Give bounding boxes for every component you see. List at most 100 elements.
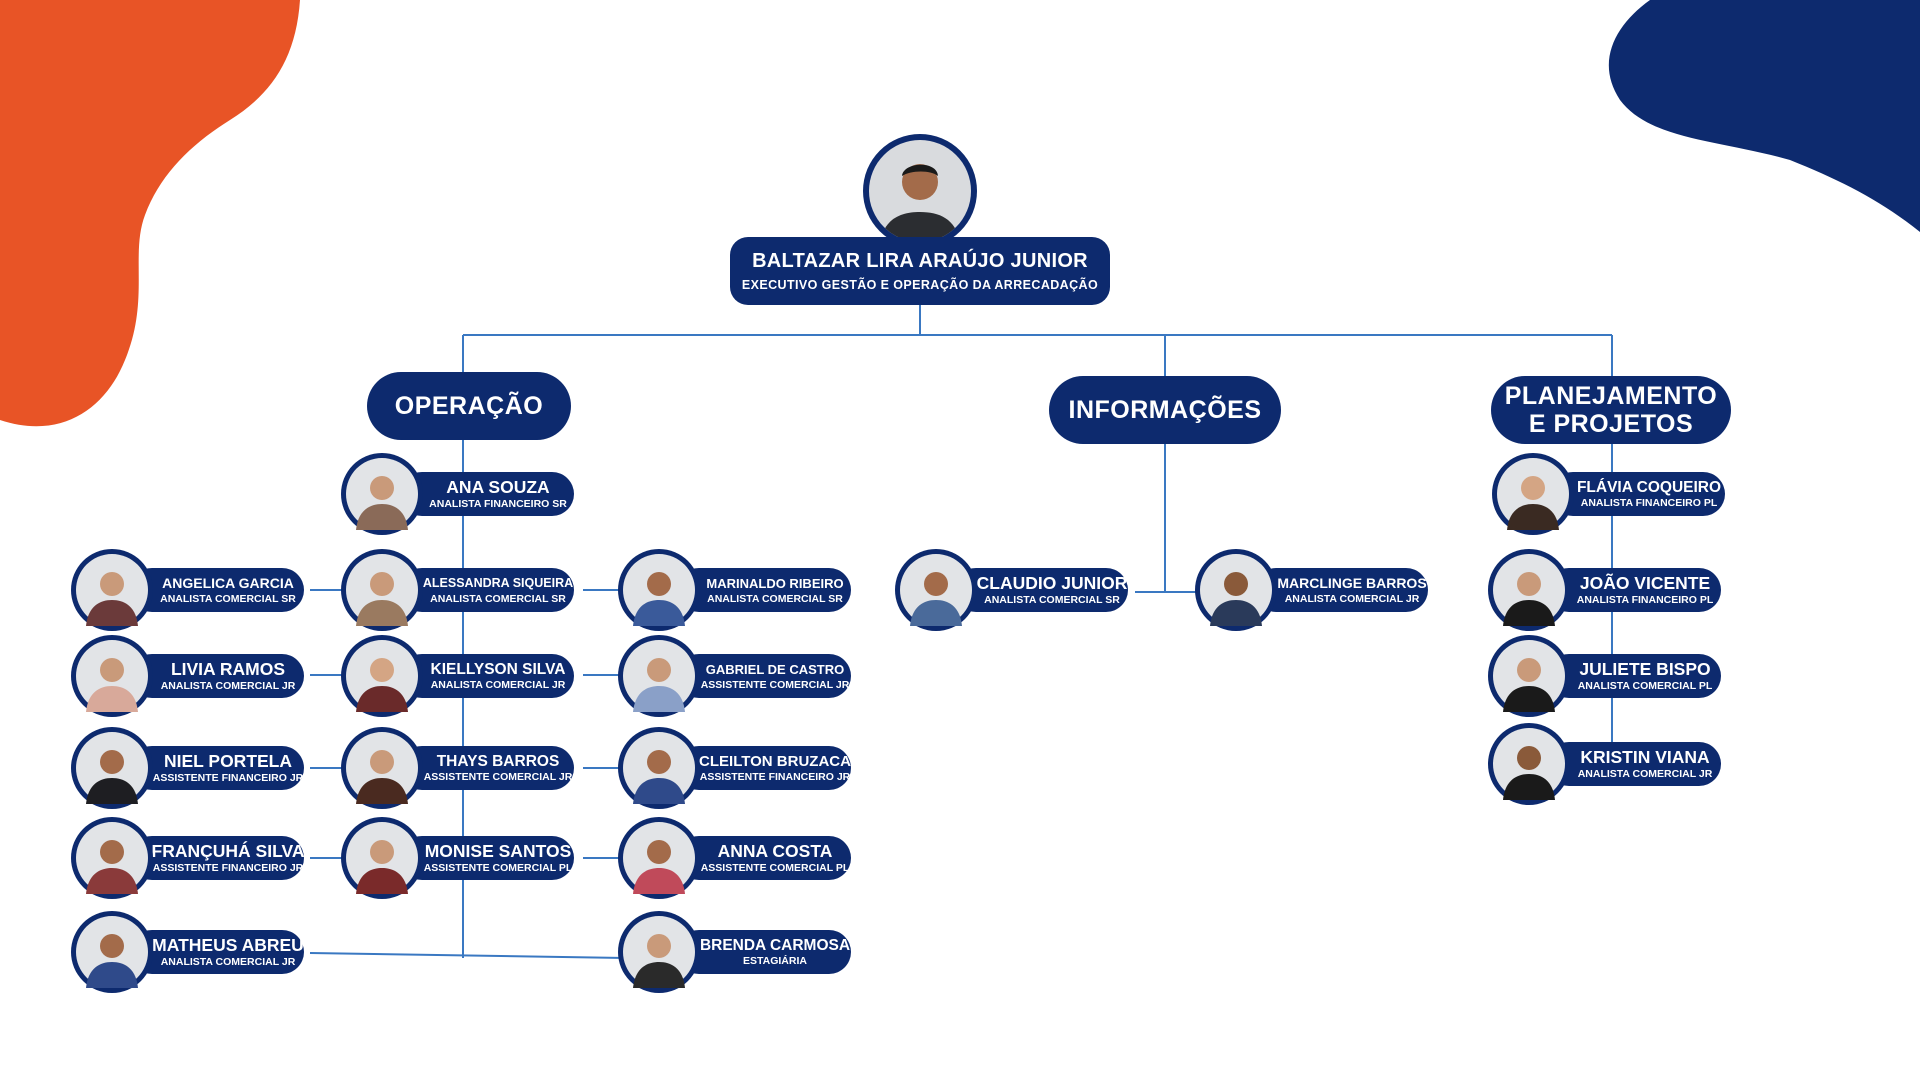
- person-card: ANGELICA GARCIA ANALISTA COMERCIAL SR: [70, 548, 310, 634]
- person-avatar-icon: [71, 635, 153, 717]
- person-name: MARCLINGE BARROS: [1277, 575, 1427, 591]
- dept-planejamento-label-1: PLANEJAMENTO: [1504, 382, 1718, 410]
- person-card: THAYS BARROS ASSISTENTE COMERCIAL JR: [340, 726, 580, 812]
- person-avatar-icon: [71, 817, 153, 899]
- person-role: ANALISTA COMERCIAL JR: [1284, 593, 1420, 605]
- person-role: ANALISTA COMERCIAL SR: [430, 593, 566, 605]
- person-role: ANALISTA COMERCIAL SR: [984, 594, 1120, 606]
- name-pill: FRANÇUHÁ SILVA ASSISTENTE FINANCEIRO JR: [130, 836, 304, 880]
- person-name: CLEILTON BRUZACA: [699, 753, 851, 770]
- dept-informacoes: INFORMAÇÕES: [1049, 376, 1281, 444]
- person-role: ANALISTA COMERCIAL JR: [160, 680, 296, 692]
- person-name: NIEL PORTELA: [163, 751, 293, 771]
- dept-operacao: OPERAÇÃO: [367, 372, 571, 440]
- person-name: KIELLYSON SILVA: [430, 661, 566, 678]
- person-card: CLEILTON BRUZACA ASSISTENTE FINANCEIRO J…: [617, 726, 857, 812]
- person-card: ANNA COSTA ASSISTENTE COMERCIAL PL: [617, 816, 857, 902]
- person-avatar-icon: [618, 817, 700, 899]
- person-role: ANALISTA FINANCEIRO SR: [429, 498, 567, 510]
- person-role: ANALISTA COMERCIAL JR: [1577, 768, 1713, 780]
- name-pill: MARCLINGE BARROS ANALISTA COMERCIAL JR: [1254, 568, 1428, 612]
- person-role: ANALISTA FINANCEIRO PL: [1580, 497, 1718, 509]
- name-pill: BRENDA CARMOSA ESTAGIÁRIA: [677, 930, 851, 974]
- person-name: JOÃO VICENTE: [1579, 573, 1711, 593]
- person-name: MONISE SANTOS: [424, 841, 572, 861]
- person-avatar-icon: [895, 549, 977, 631]
- person-role: ASSISTENTE COMERCIAL JR: [700, 679, 850, 691]
- person-card: BRENDA CARMOSA ESTAGIÁRIA: [617, 910, 857, 996]
- person-name: GABRIEL DE CASTRO: [705, 662, 845, 677]
- person-card: JOÃO VICENTE ANALISTA FINANCEIRO PL: [1487, 548, 1727, 634]
- person-avatar-icon: [71, 911, 153, 993]
- person-card: NIEL PORTELA ASSISTENTE FINANCEIRO JR: [70, 726, 310, 812]
- person-role: ANALISTA COMERCIAL SR: [707, 593, 843, 605]
- person-avatar-icon: [863, 134, 977, 248]
- person-name: FRANÇUHÁ SILVA: [151, 841, 305, 861]
- person-card: MARINALDO RIBEIRO ANALISTA COMERCIAL SR: [617, 548, 857, 634]
- person-avatar-icon: [71, 727, 153, 809]
- name-pill: LIVIA RAMOS ANALISTA COMERCIAL JR: [130, 654, 304, 698]
- person-name: CLAUDIO JUNIOR: [976, 573, 1128, 593]
- dept-planejamento: PLANEJAMENTO E PROJETOS: [1491, 376, 1731, 444]
- name-pill: NIEL PORTELA ASSISTENTE FINANCEIRO JR: [130, 746, 304, 790]
- orange-blob: [0, 0, 300, 427]
- person-avatar-icon: [71, 549, 153, 631]
- person-avatar-icon: [618, 911, 700, 993]
- person-name: MARINALDO RIBEIRO: [706, 576, 844, 591]
- person-role: ASSISTENTE FINANCEIRO JR: [152, 772, 304, 784]
- person-card: MONISE SANTOS ASSISTENTE COMERCIAL PL: [340, 816, 580, 902]
- person-card: MATHEUS ABREU ANALISTA COMERCIAL JR: [70, 910, 310, 996]
- name-pill: FLÁVIA COQUEIRO ANALISTA FINANCEIRO PL: [1551, 472, 1725, 516]
- person-name: KRISTIN VIANA: [1580, 747, 1710, 767]
- person-name: ANA SOUZA: [446, 477, 550, 497]
- dept-informacoes-label: INFORMAÇÕES: [1068, 396, 1262, 424]
- person-card: ALESSANDRA SIQUEIRA ANALISTA COMERCIAL S…: [340, 548, 580, 634]
- person-card: FRANÇUHÁ SILVA ASSISTENTE FINANCEIRO JR: [70, 816, 310, 902]
- person-avatar-icon: [1195, 549, 1277, 631]
- person-avatar-icon: [341, 817, 423, 899]
- name-pill: CLEILTON BRUZACA ASSISTENTE FINANCEIRO J…: [677, 746, 851, 790]
- person-role: ASSISTENTE FINANCEIRO JR: [152, 862, 304, 874]
- person-avatar-icon: [341, 549, 423, 631]
- person-role: ASSISTENTE FINANCEIRO JR: [699, 771, 851, 783]
- person-avatar-icon: [341, 453, 423, 535]
- name-pill: ANA SOUZA ANALISTA FINANCEIRO SR: [400, 472, 574, 516]
- person-card: KRISTIN VIANA ANALISTA COMERCIAL JR: [1487, 722, 1727, 808]
- person-card: JULIETE BISPO ANALISTA COMERCIAL PL: [1487, 634, 1727, 720]
- person-name: ANGELICA GARCIA: [162, 575, 294, 591]
- person-name: ALESSANDRA SIQUEIRA: [422, 576, 574, 590]
- name-pill: ANGELICA GARCIA ANALISTA COMERCIAL SR: [130, 568, 304, 612]
- person-card: MARCLINGE BARROS ANALISTA COMERCIAL JR: [1194, 548, 1434, 634]
- name-pill: KIELLYSON SILVA ANALISTA COMERCIAL JR: [400, 654, 574, 698]
- connector: [309, 952, 626, 959]
- dept-planejamento-label-2: E PROJETOS: [1528, 410, 1694, 438]
- person-avatar-icon: [618, 549, 700, 631]
- person-card: LIVIA RAMOS ANALISTA COMERCIAL JR: [70, 634, 310, 720]
- name-pill: MONISE SANTOS ASSISTENTE COMERCIAL PL: [400, 836, 574, 880]
- person-name: MATHEUS ABREU: [152, 935, 304, 955]
- person-role: ANALISTA COMERCIAL JR: [430, 679, 566, 691]
- name-pill: MATHEUS ABREU ANALISTA COMERCIAL JR: [130, 930, 304, 974]
- dept-operacao-label: OPERAÇÃO: [394, 392, 544, 420]
- person-card: ANA SOUZA ANALISTA FINANCEIRO SR: [340, 452, 580, 538]
- person-name: BRENDA CARMOSA: [699, 937, 851, 954]
- person-card: CLAUDIO JUNIOR ANALISTA COMERCIAL SR: [894, 548, 1134, 634]
- name-pill: CLAUDIO JUNIOR ANALISTA COMERCIAL SR: [954, 568, 1128, 612]
- person-role: ASSISTENTE COMERCIAL PL: [700, 862, 850, 874]
- person-role: ASSISTENTE COMERCIAL PL: [423, 862, 573, 874]
- person-avatar-icon: [341, 727, 423, 809]
- person-role: ESTAGIÁRIA: [743, 955, 807, 967]
- person-name: FLÁVIA COQUEIRO: [1576, 479, 1722, 496]
- person-avatar-icon: [1488, 723, 1570, 805]
- person-role: ANALISTA COMERCIAL JR: [160, 956, 296, 968]
- head-name: BALTAZAR LIRA ARAÚJO JUNIOR: [752, 250, 1088, 272]
- person-role: ANALISTA FINANCEIRO PL: [1576, 594, 1714, 606]
- person-avatar-icon: [618, 727, 700, 809]
- name-pill: ALESSANDRA SIQUEIRA ANALISTA COMERCIAL S…: [400, 568, 574, 612]
- name-pill: GABRIEL DE CASTRO ASSISTENTE COMERCIAL J…: [677, 654, 851, 698]
- person-avatar-icon: [1488, 635, 1570, 717]
- person-role: ANALISTA COMERCIAL SR: [160, 593, 296, 605]
- person-role: ASSISTENTE COMERCIAL JR: [423, 771, 573, 783]
